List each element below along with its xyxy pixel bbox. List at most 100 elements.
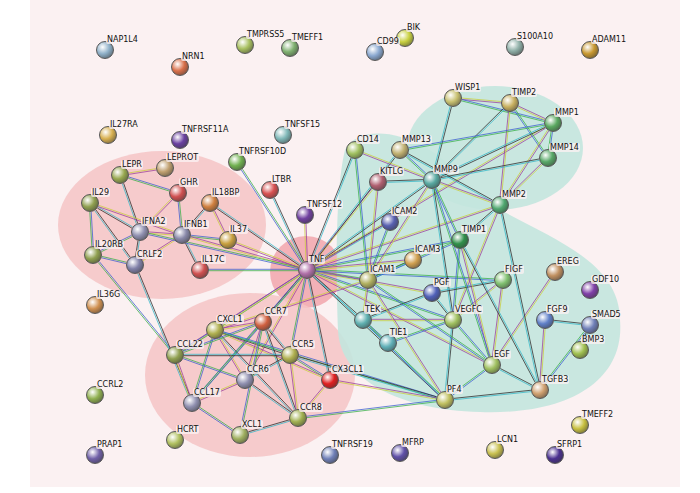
protein-label: TNFSF15 [284, 120, 321, 129]
edge-stroke [98, 262, 169, 348]
protein-label: IL20RB [94, 240, 124, 249]
protein-node: KITLG [369, 173, 387, 191]
interaction-edge [223, 333, 322, 377]
edge-stroke [464, 248, 536, 382]
protein-node: TNFRSF10D [228, 153, 246, 171]
protein-node: TEK [354, 311, 372, 329]
protein-label: VEGFC [454, 305, 483, 314]
protein-node: CCR7 [254, 313, 272, 331]
protein-node: CD99 [366, 43, 384, 61]
interaction-edge [408, 154, 493, 202]
interaction-edge [372, 187, 427, 273]
protein-node: EREG [546, 263, 564, 281]
protein-label: IL29 [91, 188, 110, 197]
protein-node: CX3CL1 [321, 371, 339, 389]
edge-stroke [223, 282, 359, 326]
protein-label: CRLF2 [136, 250, 163, 259]
edge-stroke [215, 211, 225, 232]
interaction-edge [500, 369, 533, 387]
protein-node: CD14 [346, 141, 364, 159]
protein-label: S100A10 [516, 32, 554, 41]
edge-stroke [372, 288, 439, 393]
edge-stroke [437, 301, 447, 314]
edge-stroke [308, 279, 327, 371]
edge-stroke [292, 279, 305, 346]
edge-stroke [179, 363, 190, 394]
protein-node: LEPR [111, 166, 129, 184]
interaction-edge [434, 107, 452, 172]
edge-stroke [387, 181, 423, 182]
protein-label: TIMP2 [511, 88, 537, 97]
protein-node: CCR5 [281, 346, 299, 364]
interaction-edge [315, 272, 444, 317]
edge-stroke [224, 332, 437, 397]
protein-label: CCR8 [299, 403, 323, 412]
edge-stroke [138, 274, 188, 395]
protein-label: IL36G [96, 290, 121, 299]
edge-stroke [298, 358, 436, 398]
protein-node: CCL17 [183, 394, 201, 412]
protein-label: EREG [556, 257, 580, 266]
edge-stroke [129, 170, 156, 174]
edge-stroke [500, 112, 508, 196]
protein-node: IFNB1 [173, 226, 191, 244]
protein-node: WISP1 [444, 89, 462, 107]
edge-stroke [373, 287, 440, 392]
protein-label: IL18BP [211, 188, 240, 197]
protein-label: CD14 [356, 135, 380, 144]
protein-node: TNFRSF19 [321, 446, 339, 464]
protein-node: TIMP2 [501, 94, 519, 112]
interaction-edge [197, 276, 301, 396]
protein-label: FGF9 [546, 305, 569, 314]
protein-label: TMEFF1 [291, 33, 324, 42]
edge-stroke [465, 248, 537, 382]
edge-stroke [310, 158, 351, 261]
protein-node: CRLF2 [126, 256, 144, 274]
protein-node: S100A10 [506, 38, 524, 56]
edge-stroke [185, 243, 195, 262]
edge-stroke [310, 279, 329, 371]
interaction-edge [223, 282, 359, 328]
protein-label: FIGF [504, 265, 524, 274]
edge-stroke [292, 364, 298, 409]
edge-stroke [224, 283, 360, 327]
interaction-edge [129, 169, 156, 175]
interaction-edge [223, 332, 436, 398]
edge-stroke [253, 385, 291, 413]
protein-label: IFNA2 [141, 217, 167, 226]
interaction-edge [249, 277, 303, 372]
protein-node: IL29 [81, 194, 99, 212]
interaction-edge [291, 279, 306, 347]
edge-stroke [184, 354, 281, 355]
interaction-edge [199, 407, 233, 430]
edge-stroke [454, 392, 531, 400]
protein-label: SMAD5 [591, 310, 622, 319]
edge-stroke [372, 187, 426, 272]
protein-node: MMP9 [423, 171, 441, 189]
edge-stroke [102, 258, 126, 264]
protein-label: CXCL1 [216, 315, 244, 324]
protein-label: CCRL2 [96, 380, 124, 389]
protein-label: TNFRSF19 [331, 440, 374, 449]
protein-node: TNF [298, 261, 316, 279]
protein-label: MMP1 [554, 108, 580, 117]
interaction-edge [97, 207, 132, 228]
protein-node: IL18BP [201, 194, 219, 212]
protein-node: TGFB3 [531, 381, 549, 399]
protein-label: XCL1 [241, 420, 263, 429]
protein-label: GHR [179, 178, 199, 187]
protein-node: TMEFF1 [281, 39, 299, 57]
edge-stroke [124, 183, 138, 223]
interaction-edge [138, 273, 189, 395]
protein-node: MMP13 [391, 141, 409, 159]
protein-label: TNFSF12 [306, 200, 343, 209]
interaction-edge [355, 159, 368, 271]
protein-label: LCN1 [496, 435, 519, 444]
protein-label: ICAM2 [391, 207, 418, 216]
edge-stroke [540, 329, 544, 381]
interaction-edge [375, 285, 485, 361]
protein-node: HCRT [166, 431, 184, 449]
protein-label: TEK [364, 305, 381, 314]
protein-node: CXCL1 [206, 321, 224, 339]
